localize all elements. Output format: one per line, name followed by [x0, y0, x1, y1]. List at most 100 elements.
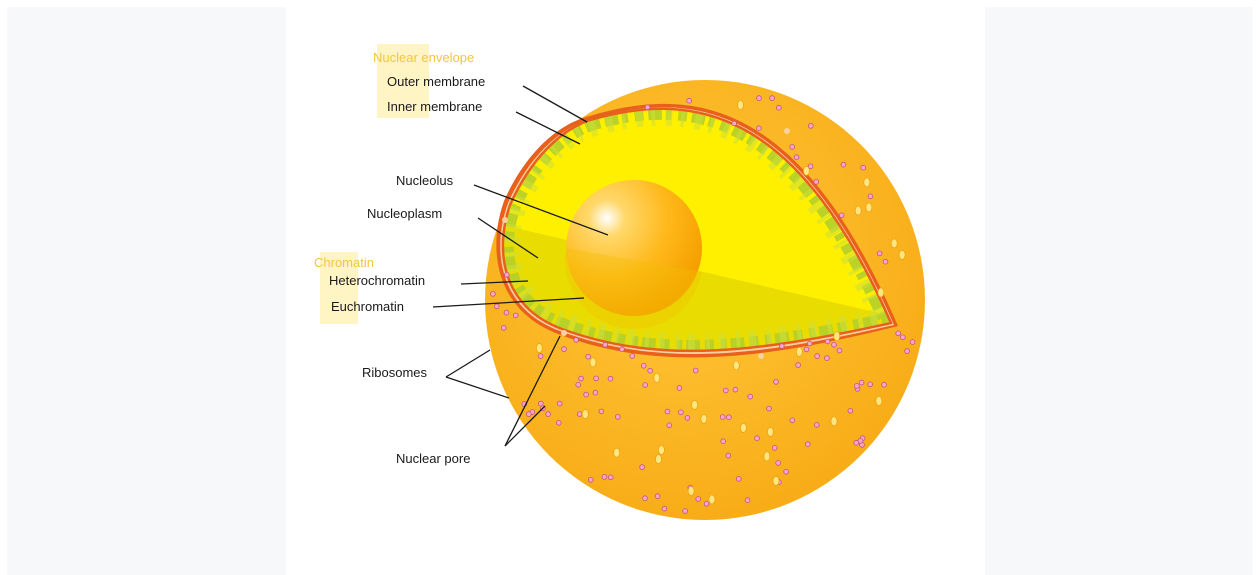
ribosome-dot — [736, 477, 741, 482]
label-chromatin: Chromatin — [314, 255, 374, 270]
ribosome-dot — [683, 509, 688, 514]
ribosome-dot — [837, 348, 842, 353]
ribosome-dot — [723, 388, 728, 393]
ribosome-dot — [615, 415, 620, 420]
label-ribosomes: Ribosomes — [362, 365, 428, 380]
label-heterochromatin: Heterochromatin — [329, 273, 425, 288]
label-outer-membrane: Outer membrane — [387, 74, 485, 89]
ribosome-dot — [868, 382, 873, 387]
ribosome-dot — [538, 354, 543, 359]
ribosome-dot — [905, 349, 910, 354]
ribosome-dot — [841, 162, 846, 167]
ribosome-dot — [790, 418, 795, 423]
surface-granule — [701, 414, 707, 423]
label-nuclear-envelope: Nuclear envelope — [373, 50, 474, 65]
surface-granule — [773, 476, 779, 485]
surface-granule — [582, 410, 588, 419]
ribosome-dot — [677, 386, 682, 391]
ribosome-dot — [696, 497, 701, 502]
ribosome-dot — [796, 363, 801, 368]
ribosome-dot — [804, 347, 809, 352]
ribosome-dot — [643, 496, 648, 501]
ribosome-dot — [868, 194, 873, 199]
surface-granule — [831, 417, 837, 426]
ribosome-dot — [546, 412, 551, 417]
ribosome-dot — [720, 415, 725, 420]
ribosome-dot — [504, 310, 509, 315]
ribosome-dot — [784, 469, 789, 474]
surface-granule — [656, 455, 662, 464]
ribosome-dot — [839, 213, 844, 218]
ribosome-dot — [757, 96, 762, 101]
ribosome-dot — [665, 409, 670, 414]
ribosome-dot — [608, 376, 613, 381]
ribosome-dot — [858, 439, 863, 444]
surface-granule — [738, 101, 744, 110]
ribosome-dot — [780, 344, 785, 349]
ribosome-dot — [655, 494, 660, 499]
ribosome-dot — [574, 338, 579, 343]
ribosome-dot — [794, 155, 799, 160]
surface-granule — [654, 373, 660, 382]
ribosome-dot — [748, 394, 753, 399]
ribosome-dot — [825, 339, 830, 344]
ribosome-dot — [814, 180, 819, 185]
ribosome-dot — [576, 382, 581, 387]
ribosome-dot — [556, 420, 561, 425]
ribosome-dot — [648, 368, 653, 373]
ribosome-dot — [640, 465, 645, 470]
ribosome-dot — [777, 105, 782, 110]
ribosome-dot — [667, 423, 672, 428]
ribosome-dot — [755, 436, 760, 441]
ribosome-dot — [588, 477, 593, 482]
surface-granule — [740, 423, 746, 432]
surface-granule — [590, 358, 596, 367]
ribosome-dot — [770, 96, 775, 101]
ribosome-dot — [593, 390, 598, 395]
ribosome-dot — [586, 354, 591, 359]
ribosome-dot — [790, 145, 795, 150]
surface-granule — [876, 397, 882, 406]
ribosome-dot — [687, 98, 692, 103]
ribosome-dot — [721, 439, 726, 444]
ribosome-dot — [584, 392, 589, 397]
ribosome-dot — [861, 165, 866, 170]
ribosome-dot — [679, 410, 684, 415]
surface-granule — [692, 400, 698, 409]
surface-granule — [899, 250, 905, 259]
surface-granule — [614, 448, 620, 457]
ribosome-dot — [726, 453, 731, 458]
ribosome-dot — [896, 331, 901, 336]
ribosome-dot — [491, 292, 496, 297]
ribosome-dot — [693, 368, 698, 373]
surface-granule — [764, 452, 770, 461]
ribosome-dot — [538, 401, 543, 406]
surface-granule — [891, 239, 897, 248]
ribosome-dot — [645, 105, 650, 110]
ribosome-dot — [814, 423, 819, 428]
ribosome-dot — [557, 401, 562, 406]
ribosome-dot — [662, 506, 667, 511]
ribosome-dot — [599, 409, 604, 414]
surface-granule — [767, 427, 773, 436]
ribosome-dot — [630, 354, 635, 359]
surface-granule — [688, 487, 694, 496]
ribosome-dot — [805, 442, 810, 447]
ribosome-dot — [704, 501, 709, 506]
label-inner-membrane: Inner membrane — [387, 99, 482, 114]
ribosome-dot — [620, 347, 625, 352]
label-euchromatin: Euchromatin — [331, 299, 404, 314]
surface-granule — [796, 347, 802, 356]
ribosome-dot — [808, 124, 813, 129]
surface-granule — [733, 361, 739, 370]
label-nucleolus: Nucleolus — [396, 173, 454, 188]
ribosome-dot — [772, 446, 777, 451]
ribosome-dot — [579, 376, 584, 381]
ribosome-dot — [733, 387, 738, 392]
ribosome-dot — [832, 342, 837, 347]
ribosome-dot — [685, 416, 690, 421]
ribosome-dot — [776, 461, 781, 466]
ribosome-dot — [910, 340, 915, 345]
